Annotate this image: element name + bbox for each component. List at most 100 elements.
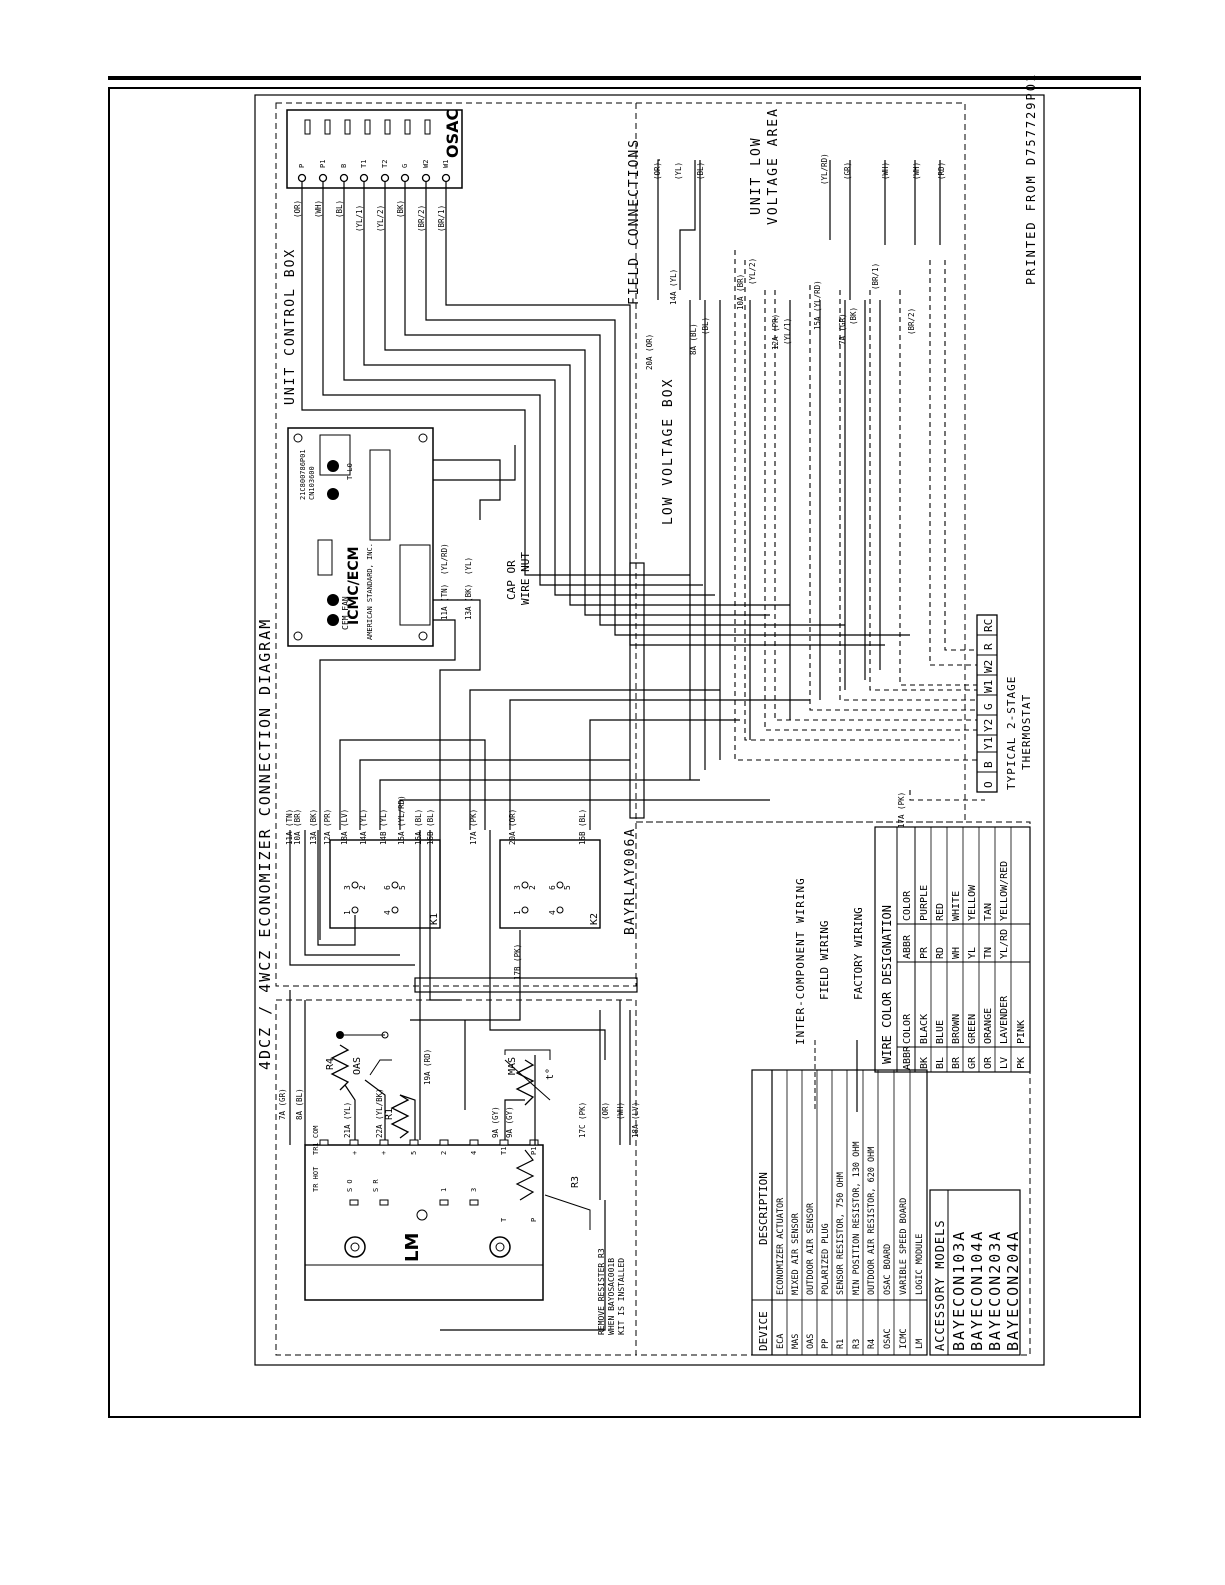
device-table: DEVICE DESCRIPTION ECA ECONOMIZER ACTUAT…: [751, 1069, 928, 1356]
wiring-legend-factory: FACTORY WIRING: [852, 907, 865, 1000]
device-row-8-desc: VARIBLE SPEED BOARD: [899, 1198, 909, 1295]
lm-terminal-1: 1: [440, 1188, 448, 1192]
field-wire-7a: 7A (GR): [838, 313, 847, 345]
k1-wire-16a: 16A (BL): [414, 809, 423, 845]
icmc-wire-yl: (YL): [464, 557, 473, 575]
field-wire-20a: 20A (OR): [645, 334, 654, 370]
accessory-model-4: BAYECON204A: [1004, 1230, 1022, 1351]
area-boundaries: [275, 102, 1031, 1356]
thermostat-g: G: [982, 703, 995, 710]
field-right-wh-2: (WH): [912, 162, 921, 180]
device-row-9-desc: LOGIC MODULE: [915, 1234, 925, 1295]
k1-pin-4: 4: [383, 910, 392, 915]
color-row-5-abbr-2: YL/RD: [999, 929, 1010, 959]
relay-k2: K2 1 2 3 4 5 6 17A (PK) 20A (OR) 16B (BL…: [469, 809, 601, 980]
lm-label: LM: [402, 1233, 423, 1262]
lm-wire-21a: 21A (YL): [343, 1102, 352, 1138]
device-row-6-desc: OUTDOOR AIR RESISTOR, 620 OHM: [867, 1147, 877, 1295]
rotated-diagram: 4DCZ / 4WCZ ECONOMIZER CONNECTION DIAGRA…: [256, 73, 1038, 1356]
lm-sr: S R: [372, 1179, 380, 1192]
icmc-part-2: CN103600: [308, 466, 316, 500]
printed-from-note: PRINTED FROM D757729P01: [1024, 73, 1038, 285]
thermostat-r: R: [982, 643, 995, 650]
icmc-board: ICMC/ECM AMERICAN STANDARD, INC. 21C8007…: [287, 427, 516, 940]
osac-wire-br1: (BR/1): [437, 205, 446, 232]
field-wire-yl2: (YL/2): [748, 258, 757, 285]
sensor-oas: OAS: [352, 1057, 363, 1075]
thermostat-w1: W1: [982, 680, 995, 693]
k1-pin-6: 6: [383, 885, 392, 890]
unit-low-label: UNIT LOW: [749, 136, 764, 215]
k1-pin-5: 5: [398, 885, 407, 890]
k1-pin-3: 3: [343, 885, 352, 890]
color-header-color-1: COLOR: [902, 1013, 913, 1044]
lm-tr-hot: TR HOT: [312, 1166, 320, 1192]
device-row-7-desc: OSAC BOARD: [883, 1244, 893, 1295]
device-row-3-code: PP: [821, 1339, 831, 1349]
thermostat-w2: W2: [982, 660, 995, 673]
osac-wire-yl2: (YL/2): [376, 205, 385, 232]
device-header-description: DESCRIPTION: [757, 1172, 770, 1245]
osac-wire-or: (OR): [293, 200, 302, 218]
thermostat-y1: Y1: [982, 737, 995, 750]
osac-terminal-w2: W2: [422, 160, 430, 168]
field-connections-label: FIELD CONNECTIONS: [627, 138, 642, 305]
wiring-legend: INTER-COMPONENT WIRING FIELD WIRING FACT…: [794, 877, 865, 1112]
k2-pin-5: 5: [563, 885, 572, 890]
icmc-maker: AMERICAN STANDARD, INC.: [366, 543, 374, 640]
k1-wire-14a: 14A (YL): [359, 809, 368, 845]
sensor-r4: R4: [325, 1058, 336, 1070]
k1-wire-13a: 13A (BK): [309, 809, 318, 845]
thermostat-caption-1: TYPICAL 2-STAGE: [1005, 676, 1018, 790]
lm-wire-runs: [289, 990, 631, 1200]
color-header-abbr-2: ABBR: [902, 934, 913, 959]
color-row-0-color-1: BLACK: [919, 1014, 930, 1044]
color-row-1-color-1: BLUE: [935, 1020, 946, 1044]
device-row-5-desc: MIN POSITION RESISTOR, 130 OHM: [852, 1141, 862, 1295]
osac-terminal-t1: T1: [360, 160, 368, 168]
device-row-0-code: ECA: [776, 1334, 786, 1349]
field-wire-br2: (BR/2): [907, 308, 916, 335]
lm-wire-8a: 8A (BL): [295, 1088, 304, 1120]
k1-wire-10a: 10A (BR): [293, 809, 302, 845]
color-row-6-abbr-1: PK: [1016, 1057, 1027, 1069]
color-row-3-abbr-1: GR: [967, 1056, 978, 1069]
k2-wire-17a: 17A (PK): [469, 809, 478, 845]
accessory-model-3: BAYECON203A: [986, 1230, 1004, 1351]
field-wire-8a: 8A (BL): [689, 323, 698, 355]
k1-wire-16b: 16B (BL): [426, 809, 435, 845]
color-table-title: WIRE COLOR DESIGNATION: [880, 905, 894, 1064]
lm-terminal-4: 4: [470, 1151, 478, 1155]
cap-wire-nut-2: WIRE NUT: [519, 552, 532, 605]
field-dashed-wires: [734, 250, 990, 801]
color-row-6-color-1: PINK: [1016, 1020, 1027, 1044]
diagram-border: [254, 94, 1045, 1366]
osac-terminal-g: G: [401, 164, 409, 168]
accessory-models: ACCESSORY MODELS BAYECON103A BAYECON104A…: [929, 1189, 1022, 1356]
field-right-rd: (RD): [937, 162, 946, 180]
sensor-r1: R1: [384, 1108, 395, 1120]
thermostat-y2: Y2: [982, 719, 995, 732]
field-wire-12a: 12A (PR): [771, 314, 780, 350]
thermostat-o: O: [982, 781, 995, 788]
lm-r3-label: R3: [570, 1176, 581, 1188]
color-row-5-color-1: LAVENDER: [999, 995, 1010, 1044]
device-row-1-desc: MIXED AIR SENSOR: [791, 1212, 801, 1295]
lm-wire-9a-2: 9A (GY): [505, 1106, 514, 1138]
field-right-or: (OR): [653, 162, 662, 180]
device-row-3-desc: POLARIZED PLUG: [821, 1223, 831, 1295]
k1-wire-15a: 15A (YL/RD): [397, 795, 406, 845]
osac-wire-yl1: (YL/1): [355, 205, 364, 232]
osac-terminal-p: P: [298, 164, 306, 168]
field-wire-bl: (BL): [701, 317, 710, 335]
k2-pin-1: 1: [513, 910, 522, 915]
lm-plus-2: +: [380, 1151, 388, 1155]
relay-k1: K1 1 2 3 4 5 6 11A (TN) 10A (BR) 13A (BK…: [285, 795, 441, 929]
remove-note-3: KIT IS INSTALLED: [617, 1258, 626, 1335]
device-row-2-code: OAS: [806, 1334, 816, 1349]
lm-wire-9a-1: 9A (GY): [491, 1106, 500, 1138]
lm-terminal-5: 5: [410, 1151, 418, 1155]
field-wire-17a: 17A (PK): [897, 792, 906, 828]
k2-pin-6: 6: [548, 885, 557, 890]
page-frame: [108, 87, 1141, 1418]
